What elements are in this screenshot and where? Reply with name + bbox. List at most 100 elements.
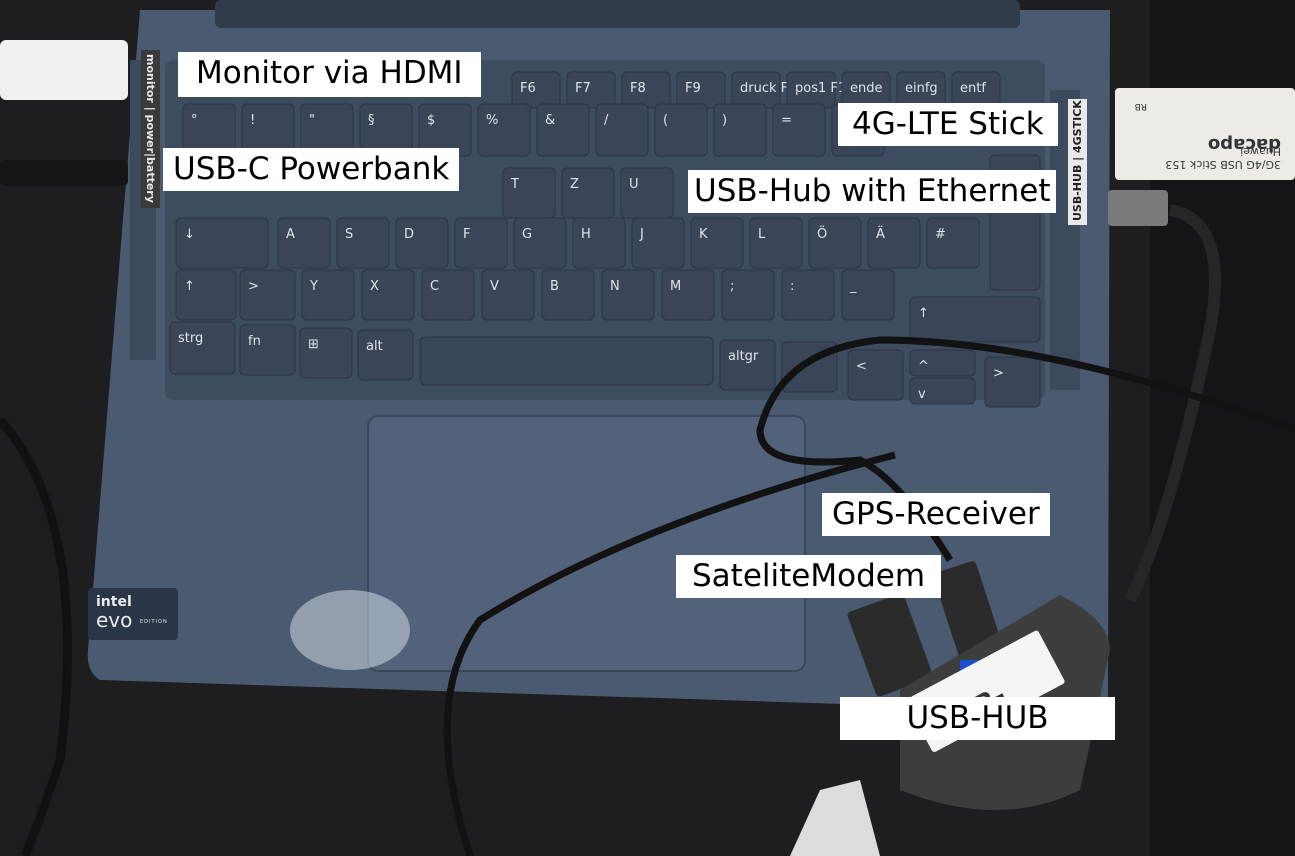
key-num-4-label: $ xyxy=(427,113,435,128)
key-fn-1-label: F7 xyxy=(575,81,591,96)
key-shift-right xyxy=(909,296,1041,343)
key-fn-5-label: pos1 F11 xyxy=(795,81,854,96)
right-cable-label: USB-HUB | 4GSTICK xyxy=(1068,99,1087,225)
key-caps-label: ↓ xyxy=(184,227,195,242)
key-q-2-label: U xyxy=(629,177,639,192)
callout-satelite-modem: SateliteModem xyxy=(676,555,942,598)
key-q-0 xyxy=(502,167,556,219)
key-y-6 xyxy=(661,269,715,321)
key-y-5-label: N xyxy=(610,279,620,294)
left-cable xyxy=(0,416,72,856)
key-fn-3-label: F9 xyxy=(685,81,701,96)
key-fn-8-label: entf xyxy=(960,81,986,96)
key-y-0-label: Y xyxy=(309,279,318,294)
lte-stick xyxy=(1115,88,1295,180)
key-y-7-label: ; xyxy=(730,279,734,294)
edition-text: EDITION xyxy=(140,619,168,625)
key-num-5-label: % xyxy=(486,113,498,128)
key-y-1 xyxy=(361,269,415,321)
key-fn-6-label: ende xyxy=(850,81,883,96)
key-num-8-label: ( xyxy=(663,113,668,128)
key-win xyxy=(299,327,353,379)
modem-cable xyxy=(443,451,896,856)
key-left xyxy=(847,349,904,401)
hub-cable-plug xyxy=(790,780,880,856)
key-a-4 xyxy=(513,217,567,269)
key-y-3 xyxy=(481,269,535,321)
key-a-7-label: K xyxy=(699,227,708,242)
key-a-10 xyxy=(867,217,921,269)
gps-cable xyxy=(756,336,1295,562)
key-down-label: v xyxy=(918,387,926,402)
key-up xyxy=(909,349,976,377)
callout-usb-hub: USB-HUB xyxy=(840,697,1115,740)
key-fn-0 xyxy=(511,71,561,109)
spacebar xyxy=(419,336,714,386)
key-y-8 xyxy=(781,269,835,321)
hinge xyxy=(215,0,1020,28)
key-num-2-label: " xyxy=(309,113,315,128)
lte-stick-rb: RB xyxy=(1134,101,1147,111)
key-num-3-label: § xyxy=(368,113,375,128)
key-y-9 xyxy=(841,269,895,321)
callout-gps-receiver: GPS-Receiver xyxy=(822,493,1050,536)
key-win-label: ⊞ xyxy=(308,337,319,352)
key-a-11 xyxy=(926,217,980,269)
key-a-4-label: G xyxy=(522,227,532,242)
key-a-1-label: S xyxy=(345,227,353,242)
key-angle-label: > xyxy=(248,279,259,294)
key-fn-2-label: F8 xyxy=(630,81,646,96)
key-down xyxy=(909,377,976,405)
key-y-0 xyxy=(301,269,355,321)
left-cable-label: monitor | power|battery xyxy=(141,50,160,208)
key-right xyxy=(984,356,1041,408)
key-q-1-label: Z xyxy=(570,177,579,192)
key-shift-left xyxy=(175,269,237,321)
key-y-2-label: C xyxy=(430,279,439,294)
key-alt xyxy=(357,329,414,381)
key-a-9-label: Ö xyxy=(817,225,827,242)
key-altgr-label: altgr xyxy=(728,349,759,364)
key-y-4-label: B xyxy=(550,279,559,294)
key-num-7 xyxy=(595,103,649,157)
key-y-6-label: M xyxy=(670,279,681,294)
key-num-9 xyxy=(713,103,767,157)
intel-evo-badge: intel evo EDITION xyxy=(88,588,178,640)
key-fn-1 xyxy=(566,71,616,109)
key-fn xyxy=(239,324,296,376)
key-y-8-label: : xyxy=(790,279,794,294)
usbc-plug xyxy=(0,160,128,186)
key-num-0-label: ° xyxy=(191,113,198,128)
key-a-9 xyxy=(808,217,862,269)
callout-monitor-hdmi: Monitor via HDMI xyxy=(178,52,481,97)
key-fn-7-label: einfg xyxy=(905,81,938,96)
key-fn-label: fn xyxy=(248,334,261,349)
key-a-2 xyxy=(395,217,449,269)
key-fn-0-label: F6 xyxy=(520,81,536,96)
key-a-1 xyxy=(336,217,390,269)
key-a-10-label: Ä xyxy=(876,226,885,242)
key-ctrl xyxy=(169,321,236,375)
evo-text: evo xyxy=(96,608,133,632)
key-num-6-label: & xyxy=(545,113,555,128)
key-y-7 xyxy=(721,269,775,321)
key-right-label: > xyxy=(993,366,1004,381)
key-num-9-label: ) xyxy=(722,113,727,128)
light-reflection xyxy=(290,590,410,670)
braided-cable xyxy=(1124,204,1221,603)
key-num-7-label: / xyxy=(604,113,609,128)
key-angle xyxy=(239,269,296,321)
key-a-5 xyxy=(572,217,626,269)
key-a-8-label: L xyxy=(758,227,766,242)
callout-4g-lte-stick: 4G-LTE Stick xyxy=(838,103,1058,146)
key-num-10-label: = xyxy=(781,113,792,128)
key-a-11-label: # xyxy=(935,227,946,242)
usb-plug-right xyxy=(1108,190,1168,226)
key-q-1 xyxy=(561,167,615,219)
usb-plug-modem xyxy=(847,593,933,697)
key-left-label: < xyxy=(856,359,867,374)
key-a-2-label: D xyxy=(404,227,414,242)
key-num-1-label: ! xyxy=(250,113,255,128)
callout-usbc-powerbank: USB-C Powerbank xyxy=(163,148,460,191)
key-a-3 xyxy=(454,217,508,269)
